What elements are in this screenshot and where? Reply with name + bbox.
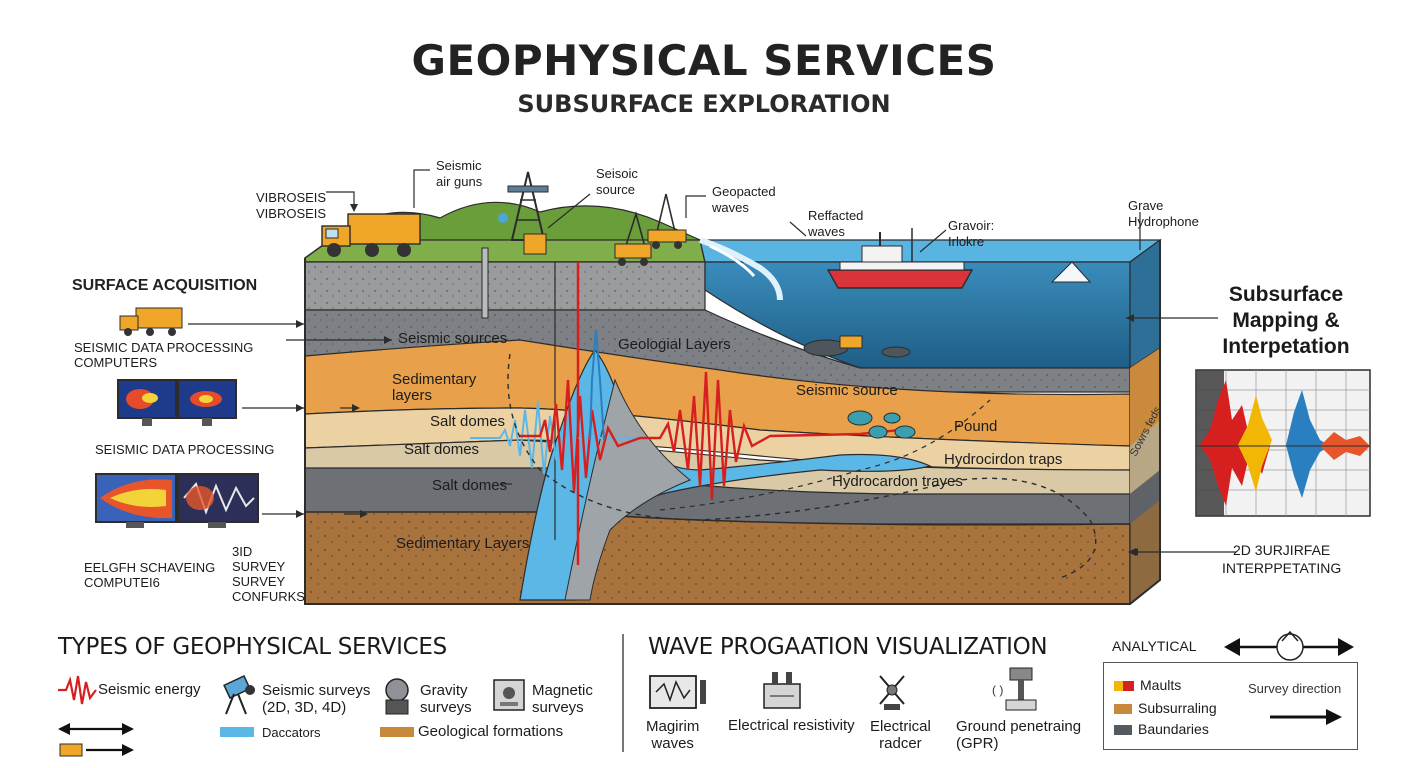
screening-computer-icon bbox=[95, 473, 259, 528]
hydrocarbon-traps-label: Hydrocirdon traps bbox=[944, 451, 1063, 468]
boundaries-label: Baundaries bbox=[1138, 721, 1209, 737]
survey-direction-label: Survey direction bbox=[1248, 681, 1342, 696]
gpr-label: Ground penetraing (GPR) bbox=[956, 718, 1082, 752]
truck-icon bbox=[119, 307, 183, 336]
wave-heading: WAVE PROGAATION VISUALIZATION bbox=[648, 634, 1048, 660]
survey-direction-arrow-icon bbox=[1270, 709, 1342, 725]
drilling-rig-icon bbox=[614, 193, 687, 266]
processing-label: SEISMIC DATA PROCESSING bbox=[95, 442, 275, 457]
seismic-energy-label: Seismic energy bbox=[98, 681, 201, 698]
seismic-sources-label: Seismic sources bbox=[398, 330, 508, 347]
waveform-interpretation-panel bbox=[1195, 369, 1371, 517]
types-heading: TYPES OF GEOPHYSICAL SERVICES bbox=[58, 634, 447, 660]
mapping-title: Subsurface Mapping & Interpetation bbox=[1222, 283, 1350, 358]
legend-row-faults: Maults bbox=[1114, 677, 1181, 693]
seismic-surveys-label: Seismic surveys (2D, 3D, 4D) bbox=[262, 682, 371, 716]
geological-formations-label: Geological formations bbox=[418, 723, 564, 740]
seismic-energy-icon bbox=[58, 675, 97, 705]
sedimentary-layers-bottom-label: Sedimentary Layers bbox=[396, 535, 530, 552]
salt-domes-label-1: Salt domes bbox=[430, 413, 506, 430]
screening-computers-label: EELGFH SCHAVEING COMPUTEI6 bbox=[84, 560, 216, 590]
surface-acquisition-heading: SURFACE ACQUISITION bbox=[72, 277, 258, 294]
formation-arrow-icon bbox=[59, 743, 134, 757]
magnetometer-icon bbox=[493, 679, 525, 711]
pound-label: Pound bbox=[954, 418, 998, 435]
page-subtitle: SUBSURFACE EXPLORATION bbox=[517, 90, 891, 118]
electrical-radar-label: Electrical radcer bbox=[870, 718, 931, 752]
salt-domes-label-2: Salt domes bbox=[404, 441, 480, 458]
gravoir-label: Gravoir: Irlokre bbox=[948, 218, 995, 249]
survey-ship-icon bbox=[826, 228, 974, 289]
magnetic-surveys-label: Magnetic surveys bbox=[532, 682, 593, 716]
analytical-legend: Maults Subsurraling Baundaries Survey di… bbox=[1103, 662, 1358, 750]
analytical-direction-icon bbox=[1224, 630, 1354, 661]
geological-layers-label: Geologial Layers bbox=[618, 336, 731, 353]
interpreting-label: 2D 3URJIRFAE INTERPPETATING bbox=[1222, 542, 1342, 576]
survey-contours-label: 3ID SURVEY SURVEY CONFURKS bbox=[232, 544, 305, 604]
analytical-label: ANALYTICAL bbox=[1112, 638, 1197, 654]
processing-computers-label: SEISMIC DATA PROCESSING COMPUTERS bbox=[74, 340, 254, 370]
svg-text:( ): ( ) bbox=[992, 683, 1003, 697]
magirim-waves-label: Magirim waves bbox=[646, 718, 700, 752]
salt-domes-label-3: Salt domes bbox=[432, 477, 508, 494]
submersible-icon bbox=[803, 335, 911, 358]
gravity-surveys-label: Gravity surveys bbox=[420, 682, 472, 716]
electrical-resistivity-label: Electrical resistivity bbox=[728, 717, 855, 734]
geopacted-waves-label: Geopacted waves bbox=[712, 184, 776, 215]
daccators-label: Daccators bbox=[262, 725, 321, 740]
subsurface-label: Subsurraling bbox=[1138, 700, 1217, 716]
survey-instrument-icon bbox=[223, 675, 255, 715]
seismic-source-block-label: Seismic source bbox=[796, 382, 898, 399]
processing-monitor-icon bbox=[117, 379, 237, 426]
page-title: GEOPHYSICAL SERVICES bbox=[411, 36, 997, 85]
electrical-radar-icon bbox=[879, 675, 905, 710]
subsurface-swatch bbox=[1114, 704, 1132, 715]
refracted-waves-label: Reffacted waves bbox=[808, 208, 864, 239]
hydrocarbon-trayes-label: Hydrocardon trayes bbox=[832, 473, 963, 490]
vibroseis-truck-icon bbox=[321, 213, 421, 257]
air-guns-label: Seismic air guns bbox=[436, 158, 483, 189]
faults-swatch-red bbox=[1123, 681, 1134, 692]
faults-label: Maults bbox=[1140, 677, 1182, 693]
resistivity-meter-icon bbox=[763, 672, 801, 709]
double-arrow-icon bbox=[58, 723, 134, 735]
gpr-icon: ( ) bbox=[992, 667, 1037, 711]
gravity-meter-icon bbox=[385, 678, 409, 715]
monitor-icon bbox=[649, 675, 706, 709]
boundaries-swatch bbox=[1114, 725, 1132, 736]
legend-row-boundaries: Baundaries bbox=[1114, 721, 1209, 737]
sedimentary-layers-label: Sedimentary layers bbox=[392, 371, 477, 404]
hydrophone-label: Grave Hydrophone bbox=[1128, 198, 1199, 229]
faults-swatch-yellow bbox=[1114, 681, 1123, 692]
derrick-icon bbox=[498, 171, 549, 255]
vibroseis-label: VIBROSEIS VIBROSEIS bbox=[256, 190, 327, 221]
legend-row-subsurface: Subsurraling bbox=[1114, 700, 1217, 716]
seismic-source-label: Seisoic source bbox=[596, 166, 638, 197]
section-divider bbox=[622, 634, 624, 752]
